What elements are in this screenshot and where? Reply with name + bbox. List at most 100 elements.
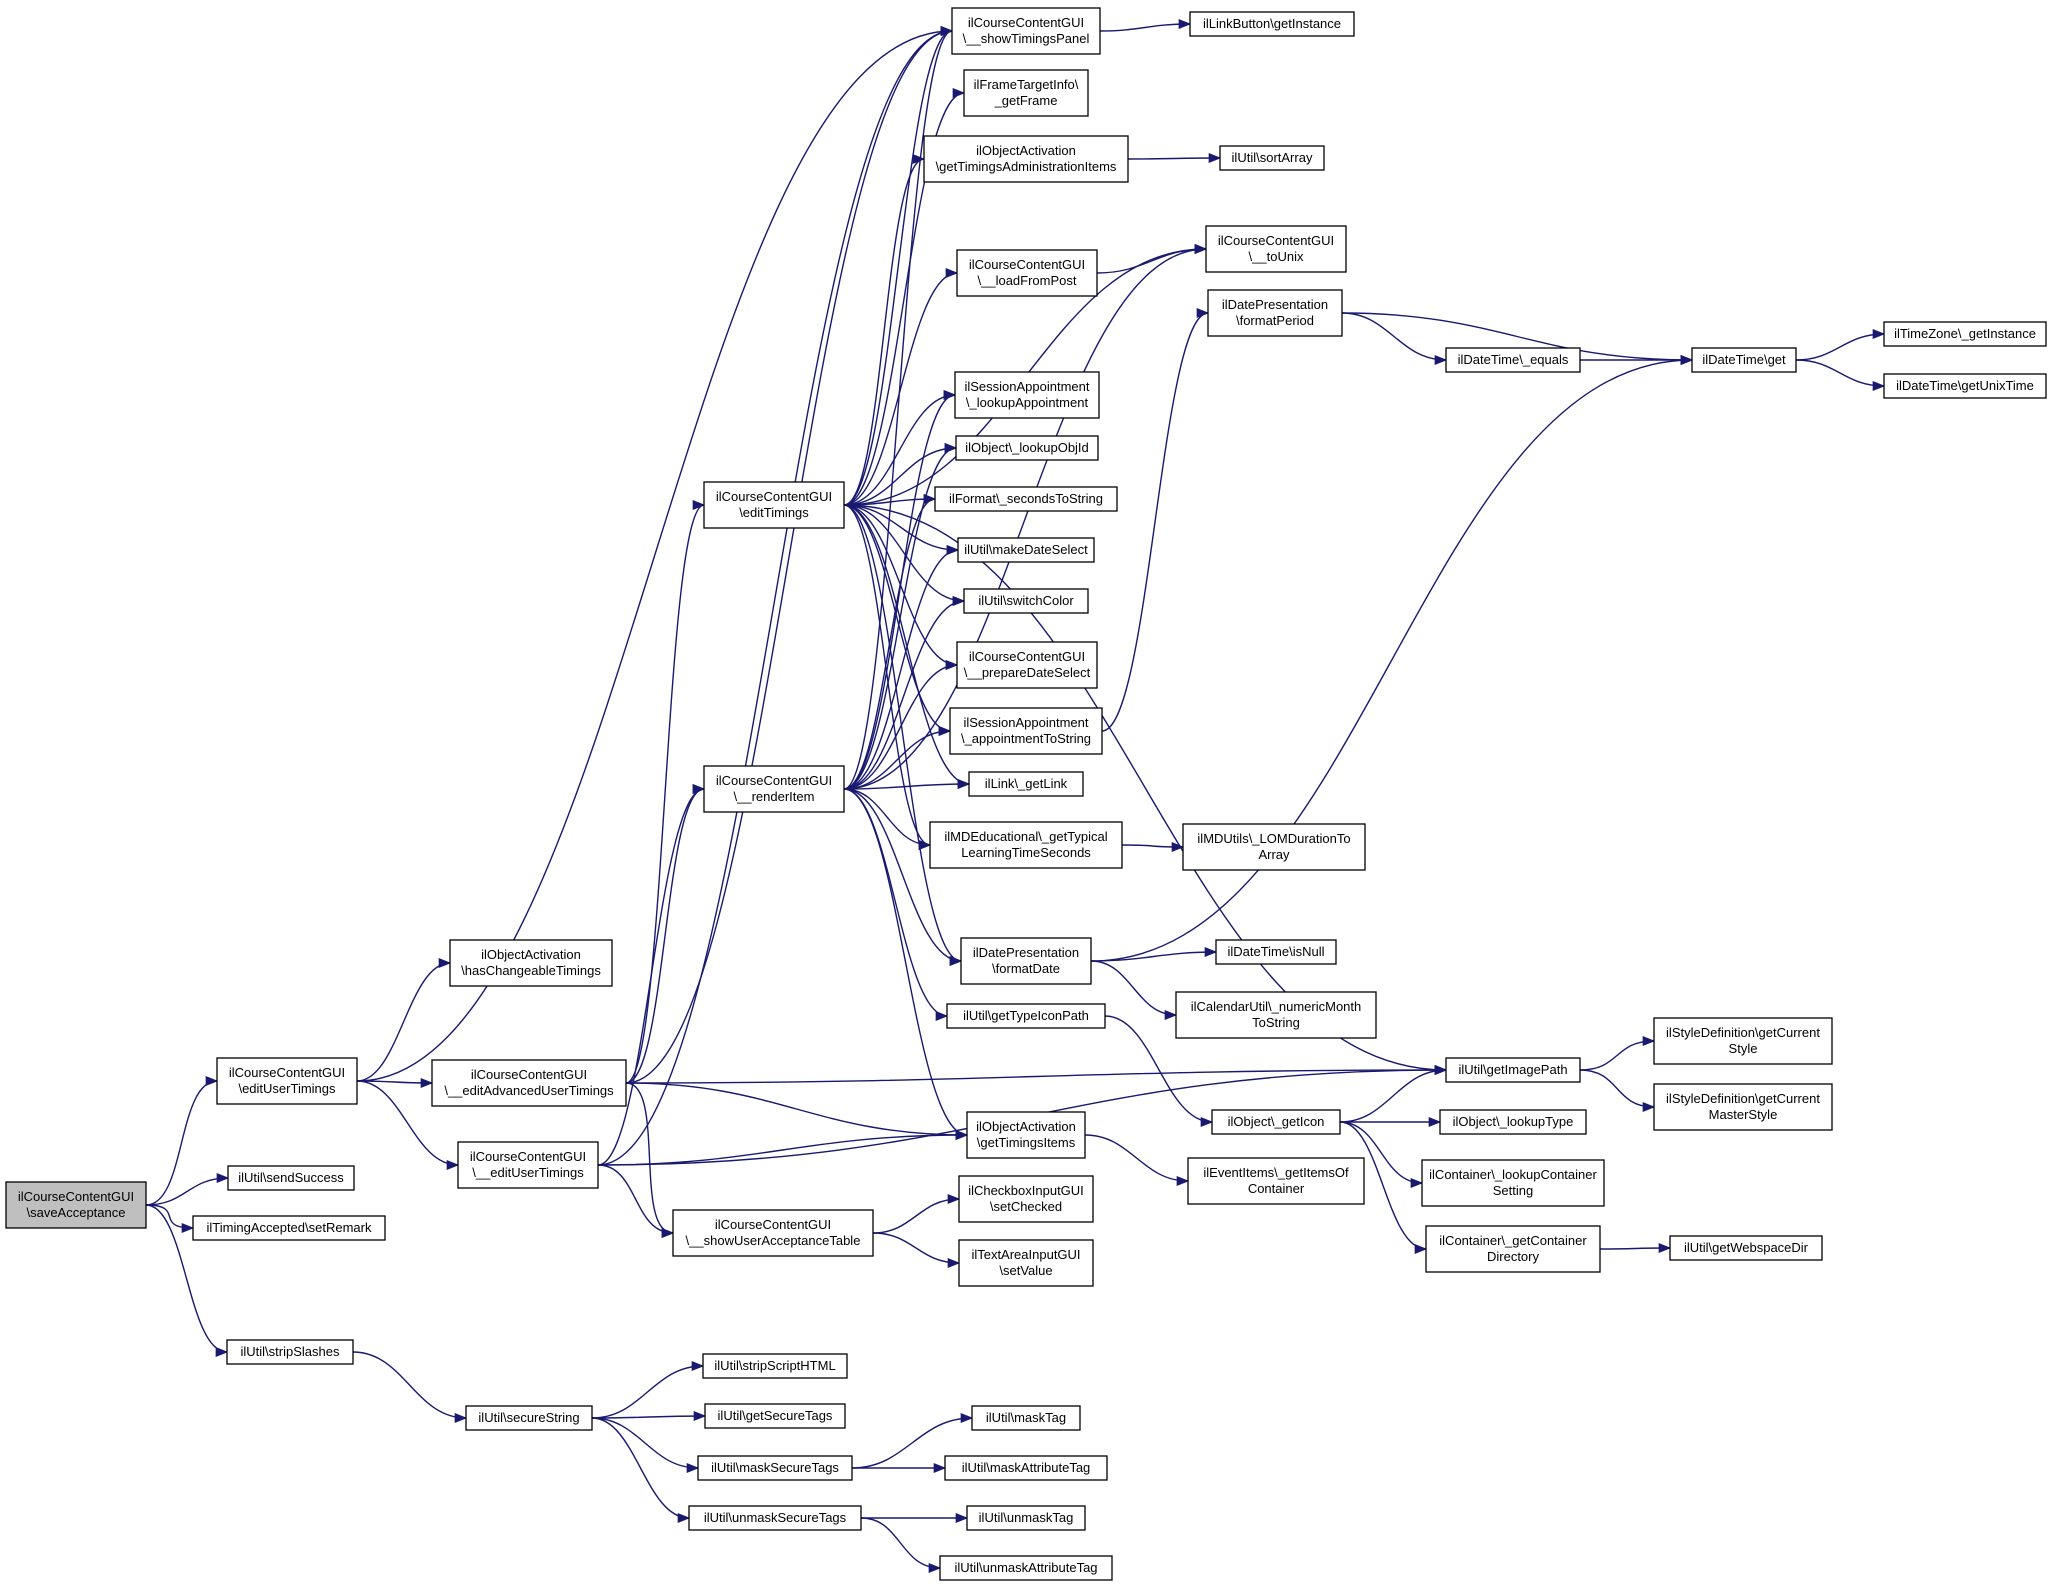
- node-renderItem[interactable]: ilCourseContentGUI\__renderItem: [703, 765, 845, 813]
- node-label: ilUtil\getWebspaceDir: [1684, 1240, 1809, 1255]
- node-lookupType[interactable]: ilObject\_lookupType: [1439, 1109, 1587, 1135]
- edge-getImagePath-to-getCurrentMasterStyle: [1579, 1069, 1656, 1113]
- edge-showUserAcceptanceTable-to-setChecked: [872, 1193, 961, 1234]
- node-label: Container: [1248, 1181, 1305, 1196]
- node-showUserAcceptanceTable[interactable]: ilCourseContentGUI\__showUserAcceptanceT…: [672, 1209, 874, 1257]
- node-label: ilUtil\maskAttributeTag: [962, 1460, 1091, 1475]
- node-loadFromPost[interactable]: ilCourseContentGUI\__loadFromPost: [956, 249, 1098, 297]
- node-box: [465, 1405, 593, 1431]
- node-getInstanceLink[interactable]: ilLinkButton\getInstance: [1189, 11, 1355, 37]
- node-equals[interactable]: ilDateTime\_equals: [1445, 347, 1581, 373]
- node-box: [963, 69, 1089, 117]
- node-appointmentToString[interactable]: ilSessionAppointment\_appointmentToStrin…: [949, 707, 1103, 755]
- node-label: ilTextAreaInputGUI: [971, 1247, 1080, 1262]
- node-label: ilLink\_getLink: [985, 776, 1068, 791]
- node-secureString[interactable]: ilUtil\secureString: [465, 1405, 593, 1431]
- node-label: \saveAcceptance: [26, 1205, 125, 1220]
- node-sendSuccess[interactable]: ilUtil\sendSuccess: [227, 1165, 355, 1191]
- node-label: ilObject\_getIcon: [1228, 1114, 1325, 1129]
- node-lookupObjId[interactable]: ilObject\_lookupObjId: [955, 435, 1099, 461]
- node-label: ilUtil\maskSecureTags: [711, 1460, 839, 1475]
- node-toUnix[interactable]: ilCourseContentGUI\__toUnix: [1205, 225, 1347, 273]
- node-box: [960, 937, 1092, 985]
- edge-dtGet-to-getUnixTime: [1795, 359, 1886, 392]
- node-setChecked[interactable]: ilCheckboxInputGUI\setChecked: [958, 1175, 1094, 1223]
- node-box: [192, 1215, 386, 1241]
- node-getTimingsAdministrationItems[interactable]: ilObjectActivation\getTimingsAdministrat…: [923, 135, 1129, 183]
- node-maskAttributeTag[interactable]: ilUtil\maskAttributeTag: [944, 1455, 1108, 1481]
- node-tzGetInstance[interactable]: ilTimeZone\_getInstance: [1883, 321, 2047, 347]
- node-unmaskTag[interactable]: ilUtil\unmaskTag: [966, 1505, 1086, 1531]
- node-switchColor[interactable]: ilUtil\switchColor: [963, 588, 1089, 614]
- node-getUnixTime[interactable]: ilDateTime\getUnixTime: [1883, 373, 2047, 399]
- node-maskTag[interactable]: ilUtil\maskTag: [971, 1405, 1081, 1431]
- node-label: \_appointmentToString: [961, 731, 1091, 746]
- node-label: \getTimingsAdministrationItems: [936, 159, 1117, 174]
- node-box: [951, 7, 1101, 55]
- node-unmaskAttributeTag[interactable]: ilUtil\unmaskAttributeTag: [939, 1555, 1113, 1581]
- node-label: ilTimeZone\_getInstance: [1894, 326, 2036, 341]
- node-unmaskSecureTags[interactable]: ilUtil\unmaskSecureTags: [688, 1505, 862, 1531]
- node-label: Style: [1729, 1041, 1758, 1056]
- node-label: ilUtil\secureString: [478, 1410, 579, 1425]
- node-getTypeIconPath[interactable]: ilUtil\getTypeIconPath: [946, 1003, 1106, 1029]
- node-maskSecureTags[interactable]: ilUtil\maskSecureTags: [697, 1455, 853, 1481]
- node-lookupAppointment[interactable]: ilSessionAppointment\_lookupAppointment: [954, 371, 1100, 419]
- node-setRemark[interactable]: ilTimingAccepted\setRemark: [192, 1215, 386, 1241]
- node-stripSlashes[interactable]: ilUtil\stripSlashes: [226, 1339, 354, 1365]
- node-getTypicalLearningTime[interactable]: ilMDEducational\_getTypicalLearningTimeS…: [929, 821, 1123, 869]
- node-getFrame[interactable]: ilFrameTargetInfo\_getFrame: [963, 69, 1089, 117]
- node-label: ilCourseContentGUI: [715, 1217, 831, 1232]
- node-setValue[interactable]: ilTextAreaInputGUI\setValue: [958, 1239, 1094, 1287]
- edge-formatDate-to-dtGet: [1090, 354, 1694, 962]
- node-box: [968, 771, 1084, 797]
- node-label: ilSessionAppointment: [964, 379, 1089, 394]
- node-getWebspaceDir[interactable]: ilUtil\getWebspaceDir: [1669, 1235, 1823, 1261]
- node-getSecureTags[interactable]: ilUtil\getSecureTags: [704, 1403, 846, 1429]
- node-editTimings[interactable]: ilCourseContentGUI\editTimings: [703, 481, 845, 529]
- node-sortArray[interactable]: ilUtil\sortArray: [1219, 145, 1325, 171]
- node-getTimingsItems[interactable]: ilObjectActivation\getTimingsItems: [966, 1111, 1086, 1159]
- edge-editAdvancedUserTimings-to-showUserAcceptanceTable: [625, 1082, 675, 1238]
- node-isNull[interactable]: ilDateTime\isNull: [1215, 939, 1337, 965]
- node-getIcon[interactable]: ilObject\_getIcon: [1211, 1109, 1341, 1135]
- node-hasChangeableTimings[interactable]: ilObjectActivation\hasChangeableTimings: [449, 939, 613, 987]
- node-label: ilTimingAccepted\setRemark: [207, 1220, 372, 1235]
- node-formatDate[interactable]: ilDatePresentation\formatDate: [960, 937, 1092, 985]
- node-box: [1421, 1159, 1605, 1207]
- node-label: ilUtil\unmaskAttributeTag: [954, 1560, 1097, 1575]
- node-label: ilObjectActivation: [976, 143, 1076, 158]
- node-getImagePath[interactable]: ilUtil\getImagePath: [1445, 1057, 1581, 1083]
- edge-showTimingsPanel-to-getInstanceLink: [1099, 18, 1192, 32]
- node-makeDateSelect[interactable]: ilUtil\makeDateSelect: [957, 537, 1095, 563]
- node-getLink[interactable]: ilLink\_getLink: [968, 771, 1084, 797]
- edge-renderItem-to-formatDate: [843, 788, 963, 967]
- node-label: ilCourseContentGUI: [969, 649, 1085, 664]
- node-__editUserTimings[interactable]: ilCourseContentGUI\__editUserTimings: [457, 1141, 599, 1189]
- node-showTimingsPanel[interactable]: ilCourseContentGUI\__showTimingsPanel: [951, 7, 1101, 55]
- node-box: [1187, 1157, 1365, 1205]
- node-box: [954, 371, 1100, 419]
- node-formatPeriod[interactable]: ilDatePresentation\formatPeriod: [1207, 289, 1343, 337]
- node-label: _getFrame: [994, 93, 1058, 108]
- node-stripScriptHTML[interactable]: ilUtil\stripScriptHTML: [702, 1353, 848, 1379]
- edge-editTimings-to-lookupAppointment: [843, 389, 957, 506]
- node-editAdvancedUserTimings[interactable]: ilCourseContentGUI\__editAdvancedUserTim…: [431, 1059, 627, 1107]
- edge-renderItem-to-prepareDateSelect: [843, 659, 959, 790]
- node-prepareDateSelect[interactable]: ilCourseContentGUI\__prepareDateSelect: [956, 641, 1098, 689]
- node-dtGet[interactable]: ilDateTime\get: [1691, 347, 1797, 373]
- edge-editAdvancedUserTimings-to-getTimingsItems: [625, 1082, 969, 1141]
- edge-editTimings-to-getTimingsAdministrationItems: [843, 154, 926, 506]
- node-editUserTimings[interactable]: ilCourseContentGUI\editUserTimings: [216, 1057, 358, 1105]
- edge-stripSlashes-to-secureString: [352, 1351, 468, 1424]
- node-saveAcceptance[interactable]: ilCourseContentGUI\saveAcceptance: [5, 1181, 147, 1229]
- node-secondsToString[interactable]: ilFormat\_secondsToString: [934, 486, 1118, 512]
- node-label: ilDateTime\_equals: [1458, 352, 1569, 367]
